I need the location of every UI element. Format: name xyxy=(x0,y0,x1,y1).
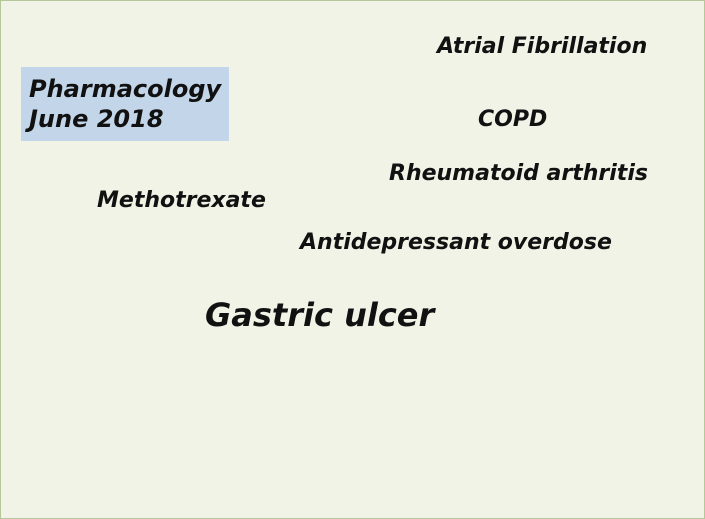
term-rheumatoid-arthritis: Rheumatoid arthritis xyxy=(389,161,648,186)
term-methotrexate: Methotrexate xyxy=(97,188,266,213)
term-copd: COPD xyxy=(478,107,548,132)
term-antidepressant-overdose: Antidepressant overdose xyxy=(300,230,612,255)
title-badge: Pharmacology June 2018 xyxy=(21,67,229,141)
badge-date: June 2018 xyxy=(29,105,164,133)
badge-subject: Pharmacology xyxy=(29,75,222,103)
term-gastric-ulcer: Gastric ulcer xyxy=(205,296,435,334)
term-atrial-fibrillation: Atrial Fibrillation xyxy=(437,34,648,59)
